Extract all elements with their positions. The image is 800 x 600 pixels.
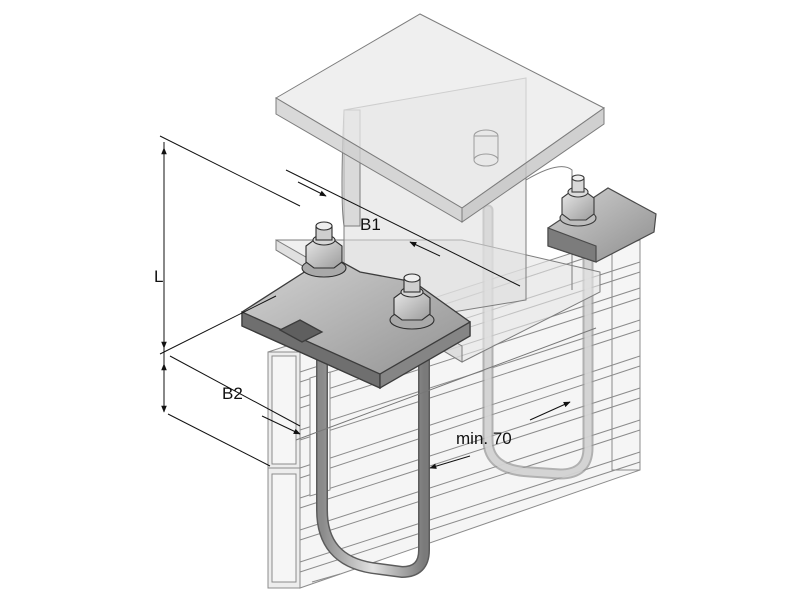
nut-front-right (389, 273, 435, 330)
nut-front-left (301, 221, 347, 278)
hidden-bolt (473, 129, 499, 167)
clamp-plate-rear (547, 187, 657, 263)
dimension-label-B1: B1 (360, 215, 381, 234)
u-bolt-front (316, 294, 430, 579)
nut-rear (559, 174, 597, 227)
dimension-label-min: min. 70 (456, 429, 512, 448)
dimension-lines (159, 135, 597, 469)
u-bolt-rear (482, 204, 594, 480)
dimension-label-L: L (154, 267, 164, 286)
dimension-label-B2: B2 (222, 384, 243, 403)
